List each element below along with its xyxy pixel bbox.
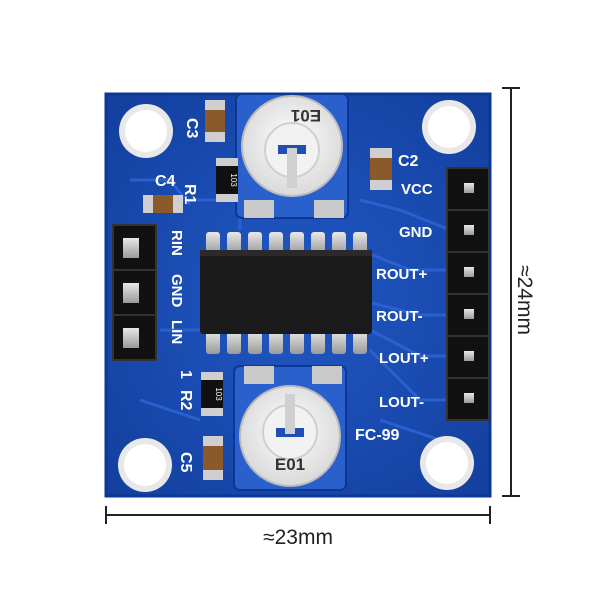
label-c3: C3 — [183, 118, 200, 139]
potentiometer-bottom — [233, 365, 347, 491]
label-rout-plus: ROUT+ — [376, 266, 427, 283]
capacitor-c2 — [370, 148, 392, 190]
mounting-hole-bl — [118, 438, 172, 492]
capacitor-c5 — [203, 436, 223, 480]
mounting-hole-tr — [422, 100, 476, 154]
potentiometer-top — [235, 93, 349, 219]
capacitor-c3 — [205, 100, 225, 142]
label-board-name: FC-99 — [355, 427, 400, 444]
label-lin: LIN — [168, 320, 185, 344]
label-r1: R1 — [181, 184, 198, 205]
label-lout-minus: LOUT- — [379, 394, 424, 411]
label-rin: RIN — [168, 230, 185, 256]
mounting-hole-br — [420, 436, 474, 490]
label-vcc: VCC — [401, 181, 433, 198]
label-lout-plus: LOUT+ — [379, 350, 429, 367]
width-label: ≈23mm — [263, 526, 333, 549]
capacitor-c4 — [143, 195, 183, 213]
label-rout-minus: ROUT- — [376, 308, 423, 325]
mounting-hole-tl — [119, 104, 173, 158]
label-extra-1: 1 — [177, 370, 194, 379]
silkscreen-labels: C3 C4 R1 C2 1 R2 C5 RIN GND LIN VCC GND … — [155, 106, 433, 474]
dimension-height: ≈24mm — [502, 87, 536, 497]
label-c5: C5 — [177, 452, 194, 473]
resistor-r2-code: 103 — [214, 387, 223, 401]
dimension-width: ≈23mm — [105, 506, 491, 549]
label-gnd-left: GND — [168, 274, 185, 308]
pot-top-code: E01 — [291, 106, 321, 125]
label-c2: C2 — [398, 153, 419, 170]
ic-chip — [200, 232, 372, 354]
label-c4: C4 — [155, 173, 176, 190]
right-pin-header — [446, 167, 490, 421]
label-gnd-right: GND — [399, 224, 433, 241]
resistor-r1-code: 103 — [229, 173, 238, 187]
resistor-r2: 103 — [201, 372, 223, 416]
label-r2: R2 — [177, 390, 194, 411]
pot-bottom-code: E01 — [275, 455, 305, 474]
left-pin-header — [112, 224, 157, 361]
resistor-r1: 103 — [216, 158, 238, 202]
height-label: ≈24mm — [513, 265, 536, 335]
